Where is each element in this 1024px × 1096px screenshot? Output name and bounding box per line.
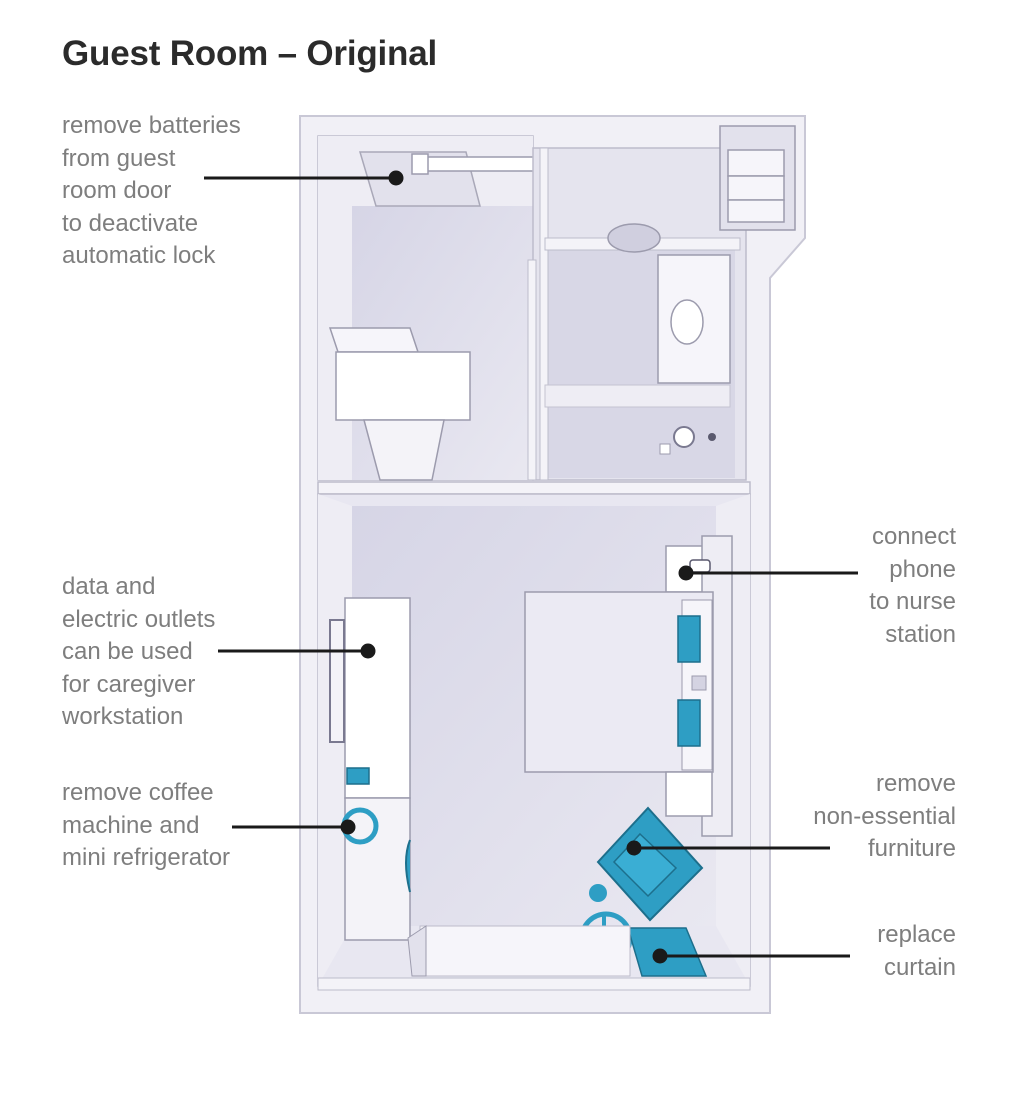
annotation-furniture: remove non-essential furniture	[813, 770, 956, 862]
toilet-icon	[607, 223, 661, 253]
annotation-outlets: data and electric outlets can be used fo…	[62, 573, 216, 730]
phone-icon	[689, 559, 711, 573]
annotation-door-batteries: remove batteries from guest room door to…	[62, 112, 241, 269]
curtain-icon	[627, 927, 708, 977]
annotation-coffee: remove coffee machine and mini refrigera…	[62, 779, 231, 871]
corner-shelves	[719, 125, 796, 231]
pillow-icon	[677, 615, 707, 747]
desk	[329, 597, 411, 799]
window	[407, 925, 631, 977]
toilet-paper-icon	[659, 426, 716, 455]
sink-icon	[657, 254, 731, 384]
luggage-rack	[328, 327, 471, 481]
leader-lines	[204, 170, 858, 964]
diagram-title: Guest Room – Original	[62, 34, 438, 73]
divider-wall	[317, 481, 751, 495]
annotation-curtain: replace curtain	[877, 921, 956, 981]
fridge-cabinet	[344, 797, 411, 941]
bathroom	[527, 147, 747, 481]
second-nightstand	[665, 771, 713, 817]
annotation-phone: connect phone to nurse station	[869, 523, 956, 648]
